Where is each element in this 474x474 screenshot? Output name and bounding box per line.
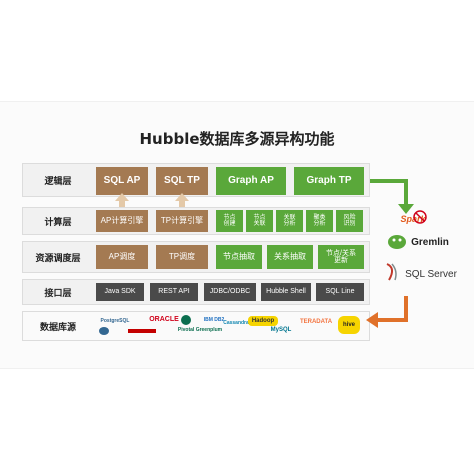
sched-box-update: 节点/关系 更新 bbox=[318, 245, 364, 269]
layer-label-interface: 接口层 bbox=[44, 287, 72, 298]
postgresql-logo: PostgreSQL bbox=[100, 318, 130, 324]
spark-prohibit-icon bbox=[413, 210, 427, 224]
compute-box-node-create: 节点 创建 bbox=[216, 210, 243, 232]
postgresql-elephant-icon bbox=[99, 327, 109, 335]
hpe-logo-icon bbox=[128, 329, 156, 333]
spark-logo: Spark bbox=[400, 214, 426, 224]
compute-box-node-relate: 节点 关联 bbox=[246, 210, 273, 232]
logic-box-sql-ap: SQL AP bbox=[96, 167, 148, 195]
layer-row-datasource bbox=[22, 311, 370, 341]
teradata-logo: TERADATA bbox=[299, 319, 333, 325]
mysql-logo: MySQL bbox=[270, 327, 292, 333]
layer-label-scheduling: 资源调度层 bbox=[35, 252, 81, 263]
cassandra-logo: Cassandra bbox=[223, 320, 249, 326]
logic-box-sql-tp: SQL TP bbox=[156, 167, 208, 195]
ibm-db2-logo: IBM DB2 bbox=[203, 317, 225, 323]
logic-box-graph-ap: Graph AP bbox=[216, 167, 286, 195]
sql-server-icon bbox=[386, 263, 397, 281]
layer-label-compute: 计算层 bbox=[44, 216, 72, 227]
iface-box-jdbc-odbc: JDBC/ODBC bbox=[204, 283, 256, 301]
compute-box-risk-identify: 风险 识别 bbox=[336, 210, 363, 232]
iface-box-rest-api: REST API bbox=[150, 283, 198, 301]
diagram-title: Hubble数据库多源异构功能 bbox=[139, 130, 335, 148]
compute-box-cluster-analysis: 聚类 分析 bbox=[306, 210, 333, 232]
sched-box-relation-extract: 关系抽取 bbox=[267, 245, 313, 269]
logic-box-graph-tp: Graph TP bbox=[294, 167, 364, 195]
greenplum-logo: Pivotal Greenplum bbox=[177, 327, 223, 333]
iface-box-sql-line: SQL Line bbox=[316, 283, 364, 301]
layer-label-logic: 逻辑层 bbox=[44, 175, 72, 186]
compute-box-relation-analysis: 关联 分析 bbox=[276, 210, 303, 232]
layer-label-datasource: 数据库源 bbox=[39, 321, 76, 332]
hadoop-logo: Hadoop bbox=[248, 316, 278, 326]
oracle-logo: ORACLE bbox=[149, 315, 179, 323]
iface-box-hubble-shell: Hubble Shell bbox=[261, 283, 311, 301]
arrow-up-icon bbox=[175, 193, 189, 201]
sched-box-ap: AP调度 bbox=[96, 245, 148, 269]
compute-box-tp-engine: TP计算引擎 bbox=[156, 210, 208, 232]
arrow-stem-ap bbox=[119, 200, 125, 208]
hive-logo: hive bbox=[338, 316, 360, 334]
connector-arrows bbox=[366, 179, 414, 328]
gremlin-mascot-icon bbox=[388, 235, 406, 249]
sql-server-logo: SQL Server bbox=[405, 268, 457, 280]
sched-box-tp: TP调度 bbox=[156, 245, 208, 269]
compute-box-ap-engine: AP计算引擎 bbox=[96, 210, 148, 232]
gremlin-logo: Gremlin bbox=[411, 236, 449, 248]
arrow-stem-tp bbox=[179, 200, 185, 208]
iface-box-java-sdk: Java SDK bbox=[96, 283, 144, 301]
arrow-up-icon bbox=[115, 193, 129, 201]
greenplum-circle-icon bbox=[181, 315, 191, 325]
sched-box-node-extract: 节点抽取 bbox=[216, 245, 262, 269]
